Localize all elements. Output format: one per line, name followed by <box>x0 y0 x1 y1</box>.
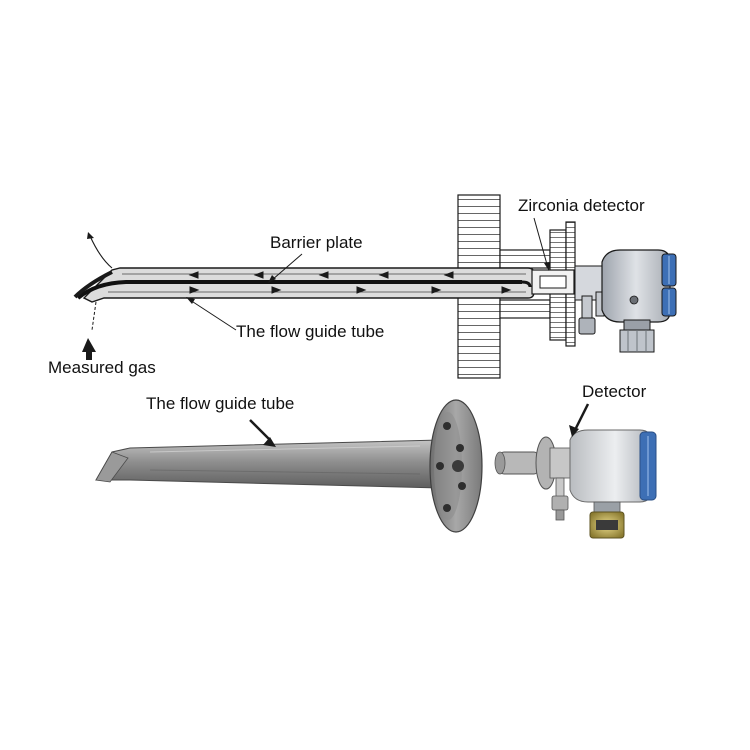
zirconia-detector-label: Zirconia detector <box>518 196 645 215</box>
detector-label: Detector <box>582 382 647 401</box>
cross-section-diagram: Zirconia detector Barrier plate The flow… <box>48 194 677 379</box>
flow-guide-tube-photo <box>95 439 441 489</box>
barrier-plate-label: Barrier plate <box>270 233 363 252</box>
flow-arrows <box>87 232 512 294</box>
flow-guide-tube-label-top: The flow guide tube <box>236 322 384 341</box>
measured-gas-inlet-arrow <box>82 301 97 360</box>
tube-flange-photo <box>429 399 483 533</box>
leader-lines-bottom <box>249 403 590 447</box>
measured-gas-label: Measured gas <box>48 358 156 377</box>
detector-photo <box>494 429 657 539</box>
leader-lines-top <box>186 217 550 331</box>
detector-head-drawing <box>574 249 677 353</box>
product-illustration: The flow guide tube Detector <box>95 382 657 539</box>
probe-tube-section <box>73 267 535 303</box>
flow-guide-tube-label-photo: The flow guide tube <box>146 394 294 413</box>
zirconia-element <box>531 269 586 295</box>
